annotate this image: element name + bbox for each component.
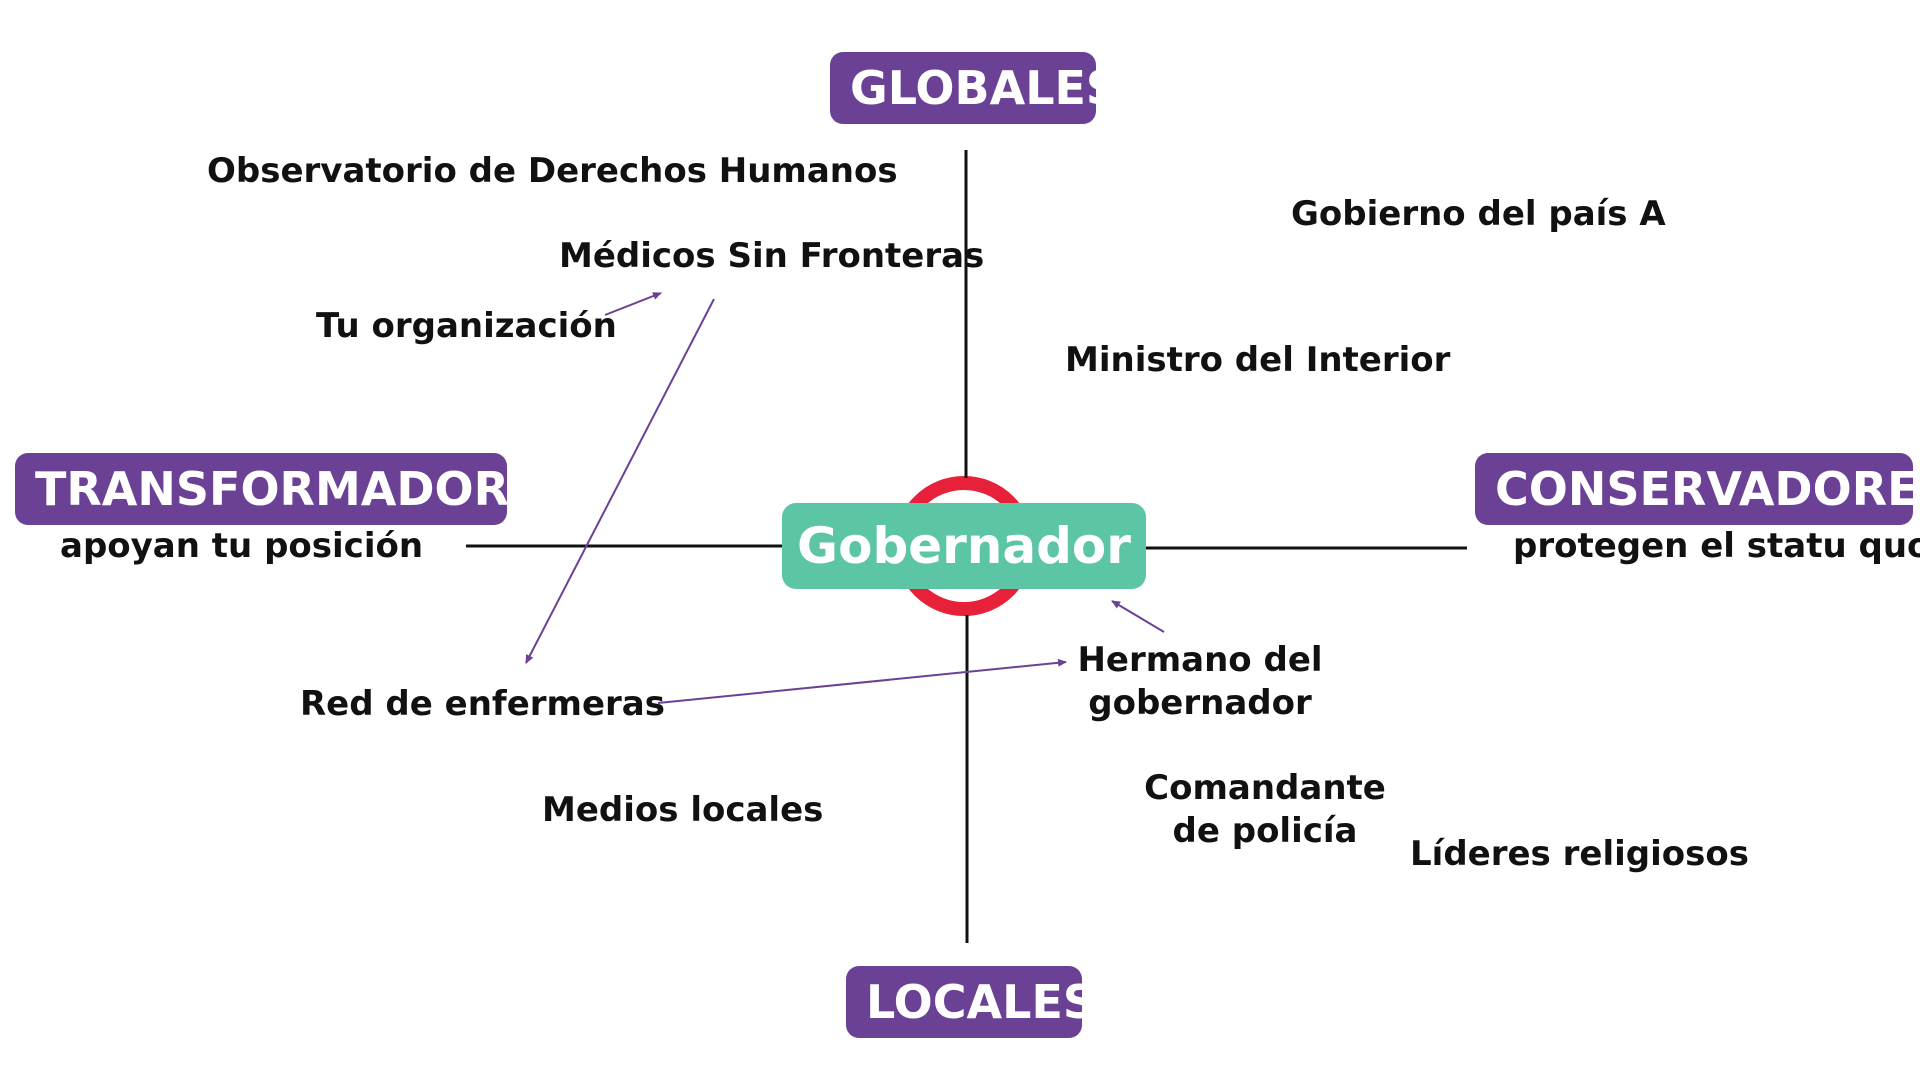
actor-medicos-sin-fronteras: Médicos Sin Fronteras xyxy=(559,236,985,276)
arrow-tu-organizacion-to-medicos xyxy=(604,292,662,316)
actor-comandante-policia: Comandante de policía xyxy=(1140,767,1390,853)
arrow-medicos-to-red-enfermeras xyxy=(525,298,715,664)
actor-tu-organizacion: Tu organización xyxy=(316,306,617,346)
arrow-red-enfermeras-to-hermano xyxy=(657,658,1067,704)
actor-hermano-line2: gobernador xyxy=(1088,683,1312,723)
axis-subtitle-left: apoyan tu posición xyxy=(60,526,424,566)
actor-hermano-gobernador: Hermano del gobernador xyxy=(1075,639,1325,725)
center-actor-gobernador: Gobernador xyxy=(782,503,1146,589)
axis-box-transformadores: TRANSFORMADORES xyxy=(15,453,574,525)
actor-red-enfermeras: Red de enfermeras xyxy=(300,684,665,724)
actor-comandante-line2: de policía xyxy=(1172,811,1358,851)
arrow-hermano-to-gobernador xyxy=(1111,600,1165,633)
actor-hermano-line1: Hermano del xyxy=(1077,640,1323,680)
actor-gobierno-pais-a: Gobierno del país A xyxy=(1291,194,1666,234)
axis-box-locales: LOCALES xyxy=(846,966,1096,1038)
actor-comandante-line1: Comandante xyxy=(1144,768,1386,808)
axis-subtitle-right: protegen el statu quo xyxy=(1513,526,1920,566)
actor-medios-locales: Medios locales xyxy=(542,790,824,830)
actor-lideres-religiosos: Líderes religiosos xyxy=(1410,834,1749,874)
actor-ministro-interior: Ministro del Interior xyxy=(1065,340,1451,380)
axis-box-conservadores: CONSERVADORES xyxy=(1475,453,1920,525)
axis-box-globales: GLOBALES xyxy=(830,52,1119,124)
actor-observatorio: Observatorio de Derechos Humanos xyxy=(207,151,898,191)
